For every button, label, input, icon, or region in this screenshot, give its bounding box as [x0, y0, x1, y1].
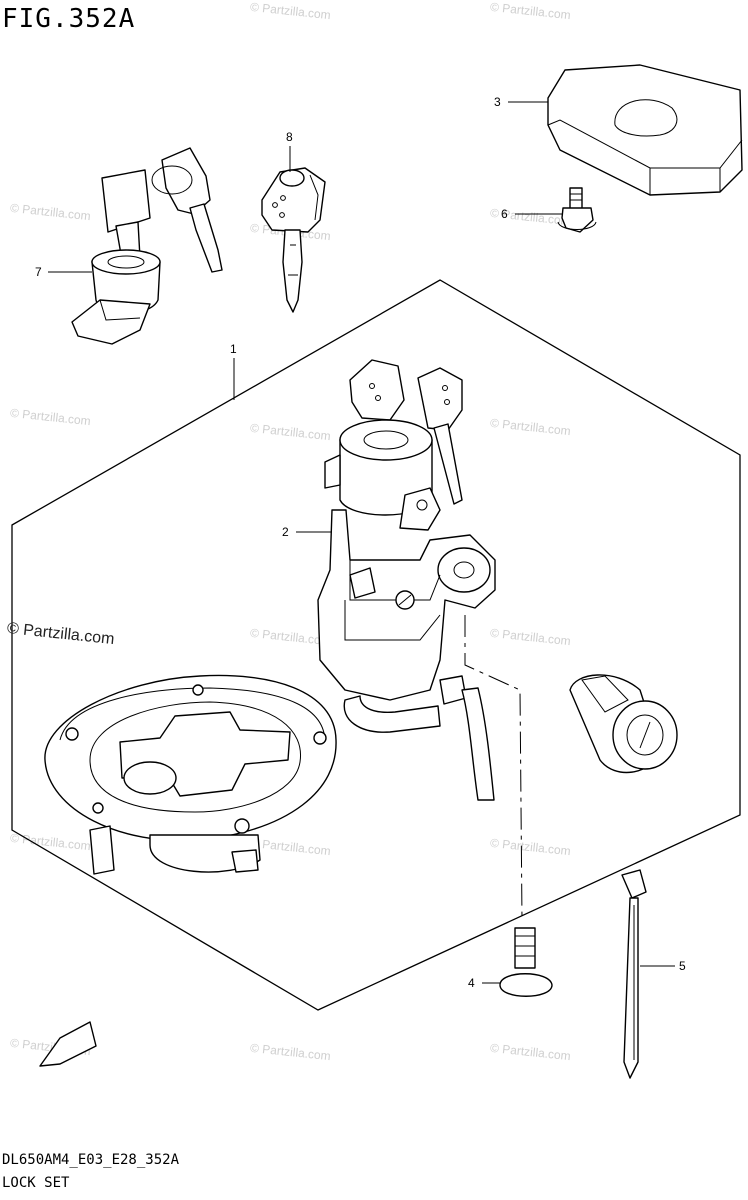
figure-name: LOCK SET: [2, 1175, 70, 1191]
callout-8: 8: [286, 130, 293, 144]
bolt-icon: [557, 187, 597, 233]
callout-2: 2: [282, 525, 289, 539]
callout-6: 6: [501, 207, 508, 221]
screw-icon: [499, 927, 553, 997]
callout-1: 1: [230, 342, 237, 356]
fuel-cap-icon: [44, 674, 337, 875]
lock-set-boundary: [11, 279, 741, 1011]
callout-5: 5: [679, 959, 686, 973]
key-blank-icon: [261, 167, 326, 313]
callout-4: 4: [468, 976, 475, 990]
fwd-arrow-icon: FWD: [39, 1021, 97, 1067]
cover-icon: [547, 64, 743, 196]
callout-7: 7: [35, 265, 42, 279]
cable-tie-icon: [621, 869, 647, 1079]
callout-3: 3: [494, 95, 501, 109]
figure-title: FIG.352A: [2, 4, 136, 34]
lock-cylinder-icon: [569, 674, 678, 774]
figure-code: DL650AM4_E03_E28_352A: [2, 1152, 180, 1168]
ignition-switch-icon: [317, 359, 523, 921]
seat-lock-icon: [71, 147, 223, 345]
